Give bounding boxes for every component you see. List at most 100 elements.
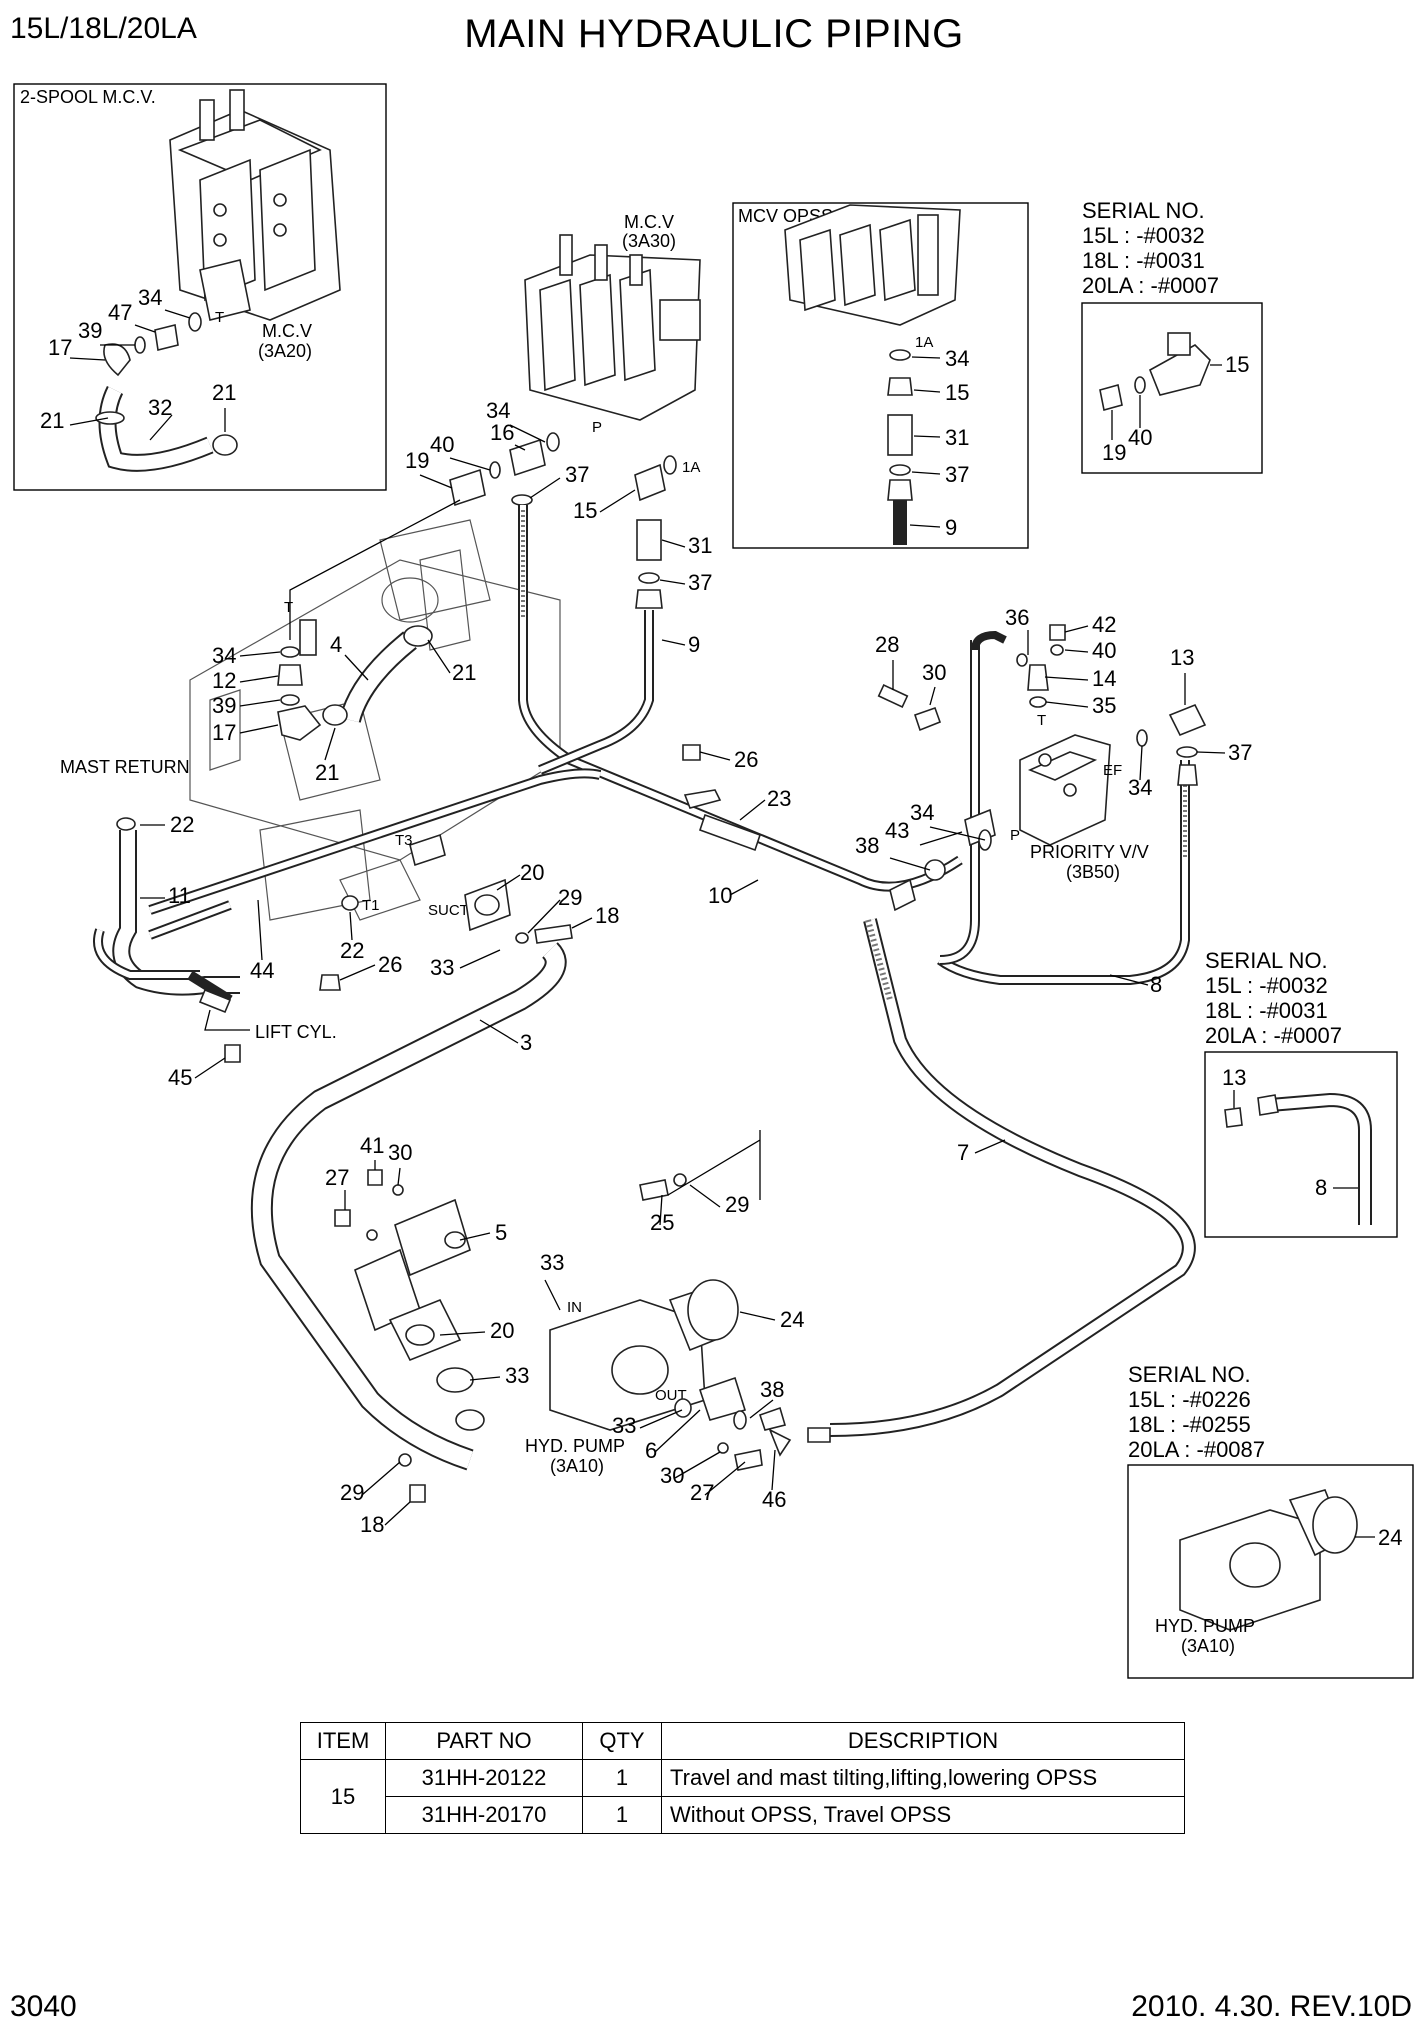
callout-41: 41 <box>360 1133 384 1158</box>
table-row: 15 31HH-20122 1 Travel and mast tilting,… <box>300 1759 1185 1834</box>
callout-15-c: 15 <box>573 498 597 523</box>
cell-item: 15 <box>300 1759 386 1834</box>
port-ef: EF <box>1103 762 1122 779</box>
port-t: T <box>215 309 224 326</box>
callout-21-b: 21 <box>212 380 236 405</box>
col-part-no: PART NO <box>385 1722 583 1760</box>
port-1a-mcv: 1A <box>682 459 700 476</box>
callout-33-a: 33 <box>430 955 454 980</box>
pipe-3 <box>250 942 567 1471</box>
left-fittings: 34 12 39 17 4 21 21 <box>212 619 476 785</box>
callout-22-a: 22 <box>170 812 194 837</box>
callout-26-a: 26 <box>734 747 758 772</box>
callout-24-b: 24 <box>1378 1525 1402 1550</box>
callout-17-a: 17 <box>48 335 72 360</box>
lift-cyl-label: LIFT CYL. <box>255 1022 337 1042</box>
callout-23: 23 <box>767 786 791 811</box>
serial2-15l: 15L : -#0032 <box>1205 973 1328 998</box>
pipe-11 <box>93 830 240 996</box>
pipe-priority-feed <box>939 630 1007 965</box>
callout-28: 28 <box>875 632 899 657</box>
serial2-20la: 20LA : -#0007 <box>1205 1023 1342 1048</box>
pump-area: IN OUT HYD. PUMP (3A10) 41 30 27 5 33 20… <box>325 1130 831 1537</box>
callout-47: 47 <box>108 300 132 325</box>
page-number: 3040 <box>10 1990 77 2023</box>
callout-37-b: 37 <box>565 462 589 487</box>
callout-17-b: 17 <box>212 720 236 745</box>
serial3-title: SERIAL NO. <box>1128 1362 1251 1387</box>
serial-box-3: SERIAL NO. 15L : -#0226 18L : -#0255 20L… <box>1127 1362 1414 1679</box>
cell-description: Travel and mast tilting,lifting,lowering… <box>661 1759 1185 1797</box>
callout-39-b: 39 <box>212 693 236 718</box>
table-row: 31HH-20170 1 Without OPSS, Travel OPSS <box>301 1796 1185 1834</box>
serial1-15l: 15L : -#0032 <box>1082 223 1205 248</box>
page-title: MAIN HYDRAULIC PIPING <box>464 12 964 56</box>
serial2-title: SERIAL NO. <box>1205 948 1328 973</box>
callout-7: 7 <box>957 1140 969 1165</box>
pump-label: HYD. PUMP <box>525 1436 625 1456</box>
port-p-priority: P <box>1010 827 1020 844</box>
serial2-18l: 18L : -#0031 <box>1205 998 1328 1023</box>
cell-description: Without OPSS, Travel OPSS <box>661 1796 1185 1834</box>
callout-21-d: 21 <box>315 760 339 785</box>
inset-mcv-opss: MCV OPSS 1A 34 15 31 37 9 <box>732 202 1029 549</box>
callout-11: 11 <box>168 883 191 908</box>
callout-34-c: 34 <box>486 398 510 423</box>
col-description: DESCRIPTION <box>661 1722 1185 1760</box>
callout-18-b: 18 <box>360 1512 384 1537</box>
table-header-row: ITEM PART NO QTY DESCRIPTION <box>300 1722 1185 1760</box>
callout-31-b: 31 <box>688 533 712 558</box>
port-t1: T1 <box>362 897 380 914</box>
main-mcv-code: (3A30) <box>622 231 676 251</box>
callout-8-a: 8 <box>1150 972 1162 997</box>
mcv-code: (3A20) <box>258 341 312 361</box>
callout-21-c: 21 <box>452 660 476 685</box>
serial3-code: (3A10) <box>1181 1636 1235 1656</box>
callout-37-a: 37 <box>945 462 969 487</box>
serial2-frame <box>1204 1051 1398 1238</box>
pipe-9 <box>538 610 654 775</box>
serial1-18l: 18L : -#0031 <box>1082 248 1205 273</box>
inset-2-spool-mcv: 2-SPOOL M.C.V. M.C.V (3A20) T 34 47 39 1… <box>13 83 387 491</box>
callout-44: 44 <box>250 958 274 983</box>
callout-34-a: 34 <box>138 285 162 310</box>
callout-20-b: 20 <box>490 1318 514 1343</box>
priority-code: (3B50) <box>1066 862 1120 882</box>
pipe-7 <box>829 918 1196 1437</box>
callout-27-b: 27 <box>690 1480 714 1505</box>
cell-part-no: 31HH-20122 <box>385 1759 583 1797</box>
hydraulic-piping-diagram: 2-SPOOL M.C.V. M.C.V (3A20) T 34 47 39 1… <box>13 83 1414 1679</box>
callout-24-a: 24 <box>780 1307 804 1332</box>
mast-return-label: MAST RETURN <box>60 757 190 777</box>
callout-32: 32 <box>148 395 172 420</box>
serial3-20la: 20LA : -#0087 <box>1128 1437 1265 1462</box>
callout-21-a: 21 <box>40 408 64 433</box>
callout-9-b: 9 <box>688 632 700 657</box>
parts-table: ITEM PART NO QTY DESCRIPTION 15 31HH-201… <box>300 1722 1185 1834</box>
callout-10: 10 <box>708 883 732 908</box>
frame-outline <box>189 519 561 921</box>
main-mcv-label: M.C.V <box>624 212 674 232</box>
serial3-18l: 18L : -#0255 <box>1128 1412 1251 1437</box>
callout-30-b: 30 <box>388 1140 412 1165</box>
callout-19-a: 19 <box>1102 440 1126 465</box>
callout-39-a: 39 <box>78 318 102 343</box>
col-item: ITEM <box>300 1722 386 1760</box>
callout-30-a: 30 <box>922 660 946 685</box>
port-t-main: T <box>284 599 293 616</box>
callout-20-a: 20 <box>520 860 544 885</box>
port-t3: T3 <box>395 832 413 849</box>
callout-13-b: 13 <box>1222 1065 1246 1090</box>
callout-33-b: 33 <box>540 1250 564 1275</box>
mcv-valve-block <box>169 89 341 321</box>
model-number: 15L/18L/20LA <box>10 12 197 45</box>
callout-3: 3 <box>520 1030 532 1055</box>
serial3-15l: 15L : -#0226 <box>1128 1387 1251 1412</box>
cell-qty: 1 <box>582 1759 662 1797</box>
callout-36: 36 <box>1005 605 1029 630</box>
pump-code: (3A10) <box>550 1456 604 1476</box>
callout-5: 5 <box>495 1220 507 1245</box>
mcv-fittings: 34 16 40 19 37 15 31 37 9 <box>405 398 712 657</box>
serial3-pump: HYD. PUMP <box>1155 1616 1255 1636</box>
callout-26-b: 26 <box>378 952 402 977</box>
